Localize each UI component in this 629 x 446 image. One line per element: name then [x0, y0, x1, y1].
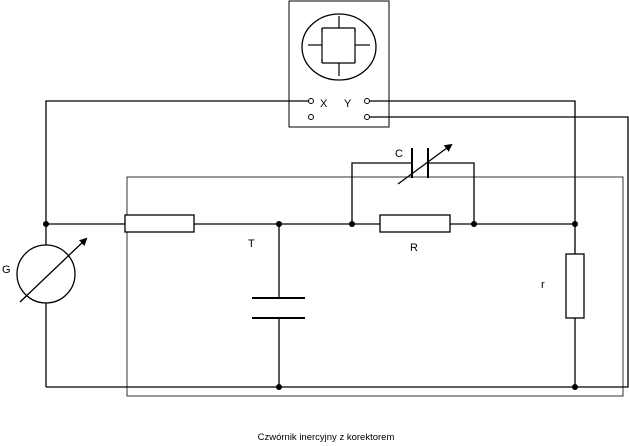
resistor-r — [379, 214, 451, 233]
diagram-caption: Czwórnik inercyjny z korektorem — [258, 432, 395, 443]
junction-dot — [572, 221, 578, 227]
junction-dot — [572, 384, 578, 390]
junction-dot — [471, 221, 477, 227]
resistor-input — [124, 214, 195, 233]
terminal-y-bottom — [364, 114, 370, 120]
terminal-x-bottom — [308, 114, 314, 120]
terminal-y-top — [364, 98, 370, 104]
label-y: Y — [344, 98, 352, 110]
enclosure-frame — [126, 176, 624, 397]
variable-capacitor-c — [397, 143, 453, 185]
label-x: X — [320, 98, 328, 110]
galvanometer-arrow-icon — [19, 237, 88, 303]
label-r: R — [410, 242, 418, 254]
label-g: G — [2, 264, 11, 276]
capacitor-t — [252, 297, 305, 319]
label-c: C — [395, 148, 403, 160]
label-r-shunt: r — [541, 279, 545, 291]
resistor-r-shunt — [565, 253, 585, 319]
label-t: T — [248, 238, 255, 250]
terminal-x-top — [308, 98, 314, 104]
junction-dot — [276, 384, 282, 390]
oscilloscope-crosshair-icon — [308, 16, 370, 76]
junction-dot — [43, 221, 49, 227]
wires — [45, 100, 629, 388]
galvanometer — [16, 237, 88, 304]
galvanometer-body — [16, 244, 76, 304]
oscilloscope: X Y — [288, 0, 390, 128]
junction-dot — [349, 221, 355, 227]
oscilloscope-screen — [301, 13, 377, 81]
junctions — [43, 221, 578, 390]
junction-dot — [276, 221, 282, 227]
adjust-arrow-icon — [397, 143, 453, 185]
